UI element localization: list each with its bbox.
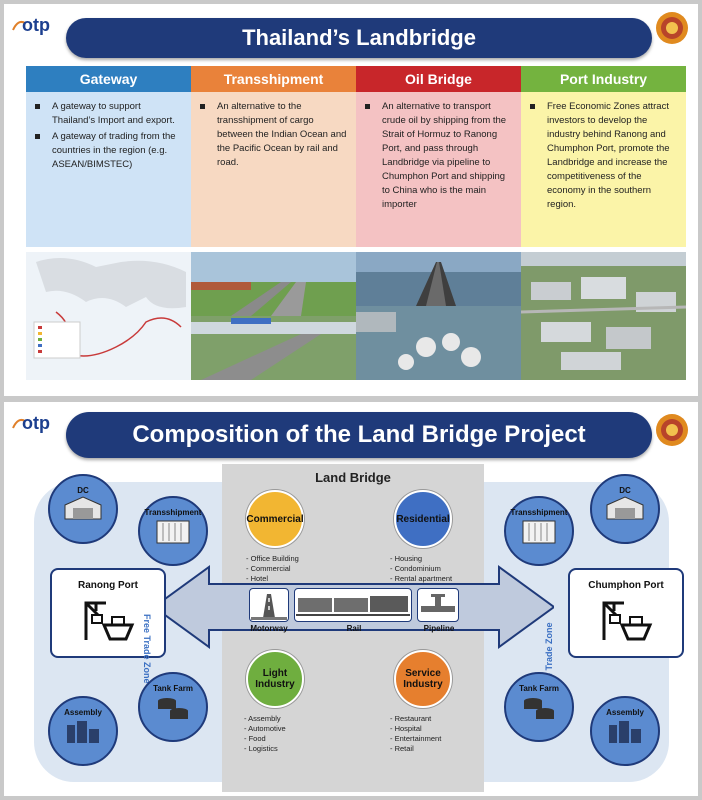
warehouse-icon <box>606 496 644 520</box>
port-crane-icon <box>602 601 653 641</box>
pipeline-label: Pipeline <box>423 624 455 633</box>
motorway-label: Motorway <box>250 624 288 633</box>
column-heading: Port Industry <box>521 66 686 92</box>
pipeline-icon <box>421 594 455 612</box>
port-crane-icon <box>84 601 135 641</box>
pipeline-box <box>417 588 459 622</box>
bullet-item: A gateway to support Thailand’s Import a… <box>32 100 185 128</box>
assembly-node-right: Assembly <box>590 696 660 766</box>
dc-node-right: DC <box>590 474 660 544</box>
transshipment-node-left: Transshipment <box>138 496 208 566</box>
industrial-zone-image <box>521 252 686 380</box>
oil-pipeline-image <box>356 252 521 380</box>
commercial-circle: Commercial <box>246 490 304 548</box>
column-gateway: Gateway A gateway to support Thailand’s … <box>26 66 191 247</box>
tank-farm-icon <box>158 698 188 719</box>
dc-node-left: DC <box>48 474 118 544</box>
residential-circle: Residential <box>394 490 452 548</box>
bullet-item: An alternative to transport crude oil by… <box>362 100 515 212</box>
slide-composition: otp Composition of the Land Bridge Proje… <box>4 402 698 796</box>
tank-farm-icon <box>524 698 554 719</box>
bullet-item: Free Economic Zones attract investors to… <box>527 100 680 212</box>
ministry-seal-icon <box>656 414 688 446</box>
column-heading: Oil Bridge <box>356 66 521 92</box>
ranong-port-box: Ranong Port <box>50 568 166 658</box>
light-industry-circle: Light Industry <box>246 650 304 708</box>
motorway-icon <box>251 594 287 620</box>
free-trade-zone-label-left: Free Trade Zone <box>142 614 152 684</box>
residential-list: - Housing - Condominium - Rental apartme… <box>390 554 453 583</box>
service-industry-list: - Restaurant - Hospital - Entertainment … <box>390 714 442 753</box>
page-title: Composition of the Land Bridge Project <box>66 412 652 458</box>
column-transshipment: Transshipment An alternative to the tran… <box>191 66 356 247</box>
ranong-port-label: Ranong Port <box>78 580 138 591</box>
column-port-industry: Port Industry Free Economic Zones attrac… <box>521 66 686 247</box>
tank-farm-node-right: Tank Farm <box>504 672 574 742</box>
column-heading: Transshipment <box>191 66 356 92</box>
container-icon <box>156 520 190 544</box>
factory-icon <box>67 721 99 743</box>
container-icon <box>522 520 556 544</box>
slide-thailand-landbridge: otp Thailand’s Landbridge Gateway A gate… <box>4 4 698 396</box>
bullet-item: A gateway of trading from the countries … <box>32 130 185 172</box>
land-bridge-title: Land Bridge <box>315 470 391 485</box>
bullet-item: An alternative to the transshipment of c… <box>197 100 350 170</box>
rail-label: Rail <box>346 624 362 633</box>
column-oil-bridge: Oil Bridge An alternative to transport c… <box>356 66 521 247</box>
light-industry-list: - Assembly - Automotive - Food - Logisti… <box>244 714 286 753</box>
motorway-box <box>249 588 289 622</box>
transshipment-render-image <box>191 252 356 380</box>
assembly-node-left: Assembly <box>48 696 118 766</box>
otp-logo: otp <box>12 14 62 42</box>
tank-farm-node-left: Tank Farm <box>138 672 208 742</box>
service-industry-circle: Service Industry <box>394 650 452 708</box>
rail-box <box>294 588 412 622</box>
route-map-image <box>26 252 191 380</box>
warehouse-icon <box>64 496 102 520</box>
factory-icon <box>609 721 641 743</box>
train-icon <box>296 596 410 616</box>
chumphon-port-box: Chumphon Port <box>568 568 684 658</box>
transshipment-node-right: Transshipment <box>504 496 574 566</box>
page-title: Thailand’s Landbridge <box>66 18 652 58</box>
column-heading: Gateway <box>26 66 191 92</box>
ministry-seal-icon <box>656 12 688 44</box>
otp-logo: otp <box>12 412 62 440</box>
chumphon-port-label: Chumphon Port <box>588 580 664 591</box>
commercial-list: - Office Building - Commercial - Hotel <box>246 554 299 583</box>
